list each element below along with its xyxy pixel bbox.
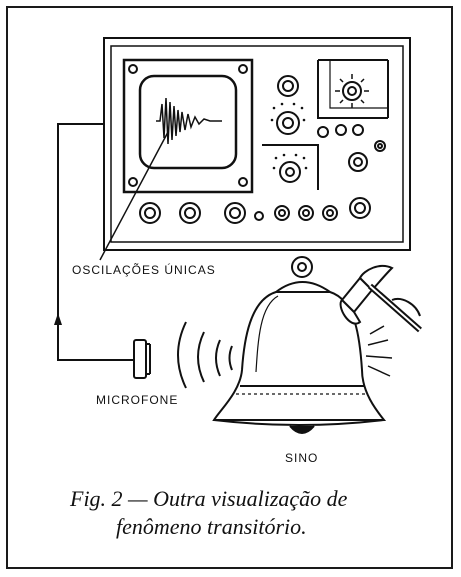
microphone-icon [133, 339, 151, 379]
caption-line-1: Fig. 2 — Outra visualização de [70, 486, 348, 511]
waveform [156, 97, 222, 145]
oscilloscope [103, 37, 411, 251]
microphone-label: MICROFONE [96, 393, 179, 407]
hammer-icon [339, 264, 422, 333]
figure-border [6, 6, 453, 569]
bell-icon [212, 256, 387, 434]
pointer-line [99, 131, 169, 261]
arrow-up-icon [54, 313, 62, 325]
oscillations-label: OSCILAÇÕES ÚNICAS [72, 263, 216, 277]
sound-waves-icon [177, 321, 233, 389]
impact-lines-icon [365, 325, 393, 377]
caption-line-2: fenômeno transitório. [116, 514, 307, 539]
signal-cable [57, 123, 134, 361]
bell-label: SINO [285, 451, 319, 465]
